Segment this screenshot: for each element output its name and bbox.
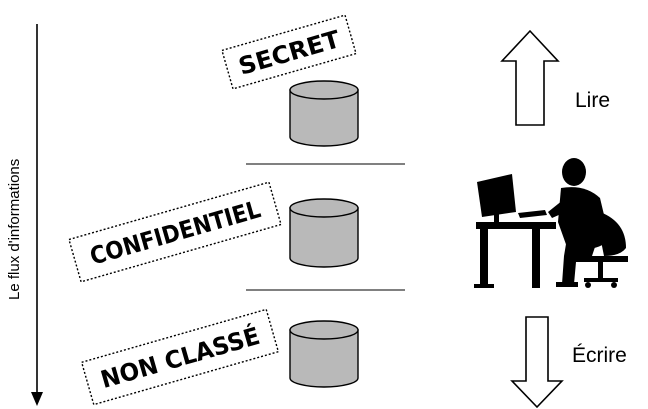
- level-stamp-secret: SECRET: [221, 14, 357, 90]
- flow-axis: Le flux d'informations: [6, 24, 43, 406]
- read-label: Lire: [575, 89, 610, 112]
- database-icon-non-classe: [289, 320, 359, 388]
- level-stamp-non-classe: NON CLASSÉ: [80, 308, 280, 406]
- flow-axis-label: Le flux d'informations: [6, 159, 23, 300]
- down-arrow-icon: [510, 316, 564, 409]
- person-at-computer-icon: [474, 158, 628, 288]
- stamp-border: [68, 181, 282, 283]
- level-stamp-confidentiel: CONFIDENTIEL: [68, 181, 282, 283]
- write-label: Écrire: [572, 344, 627, 367]
- up-arrow-icon: [500, 29, 560, 126]
- database-icon-confidentiel: [289, 198, 359, 268]
- database-icon-secret: [289, 80, 359, 147]
- flow-axis-arrowhead: [31, 392, 43, 406]
